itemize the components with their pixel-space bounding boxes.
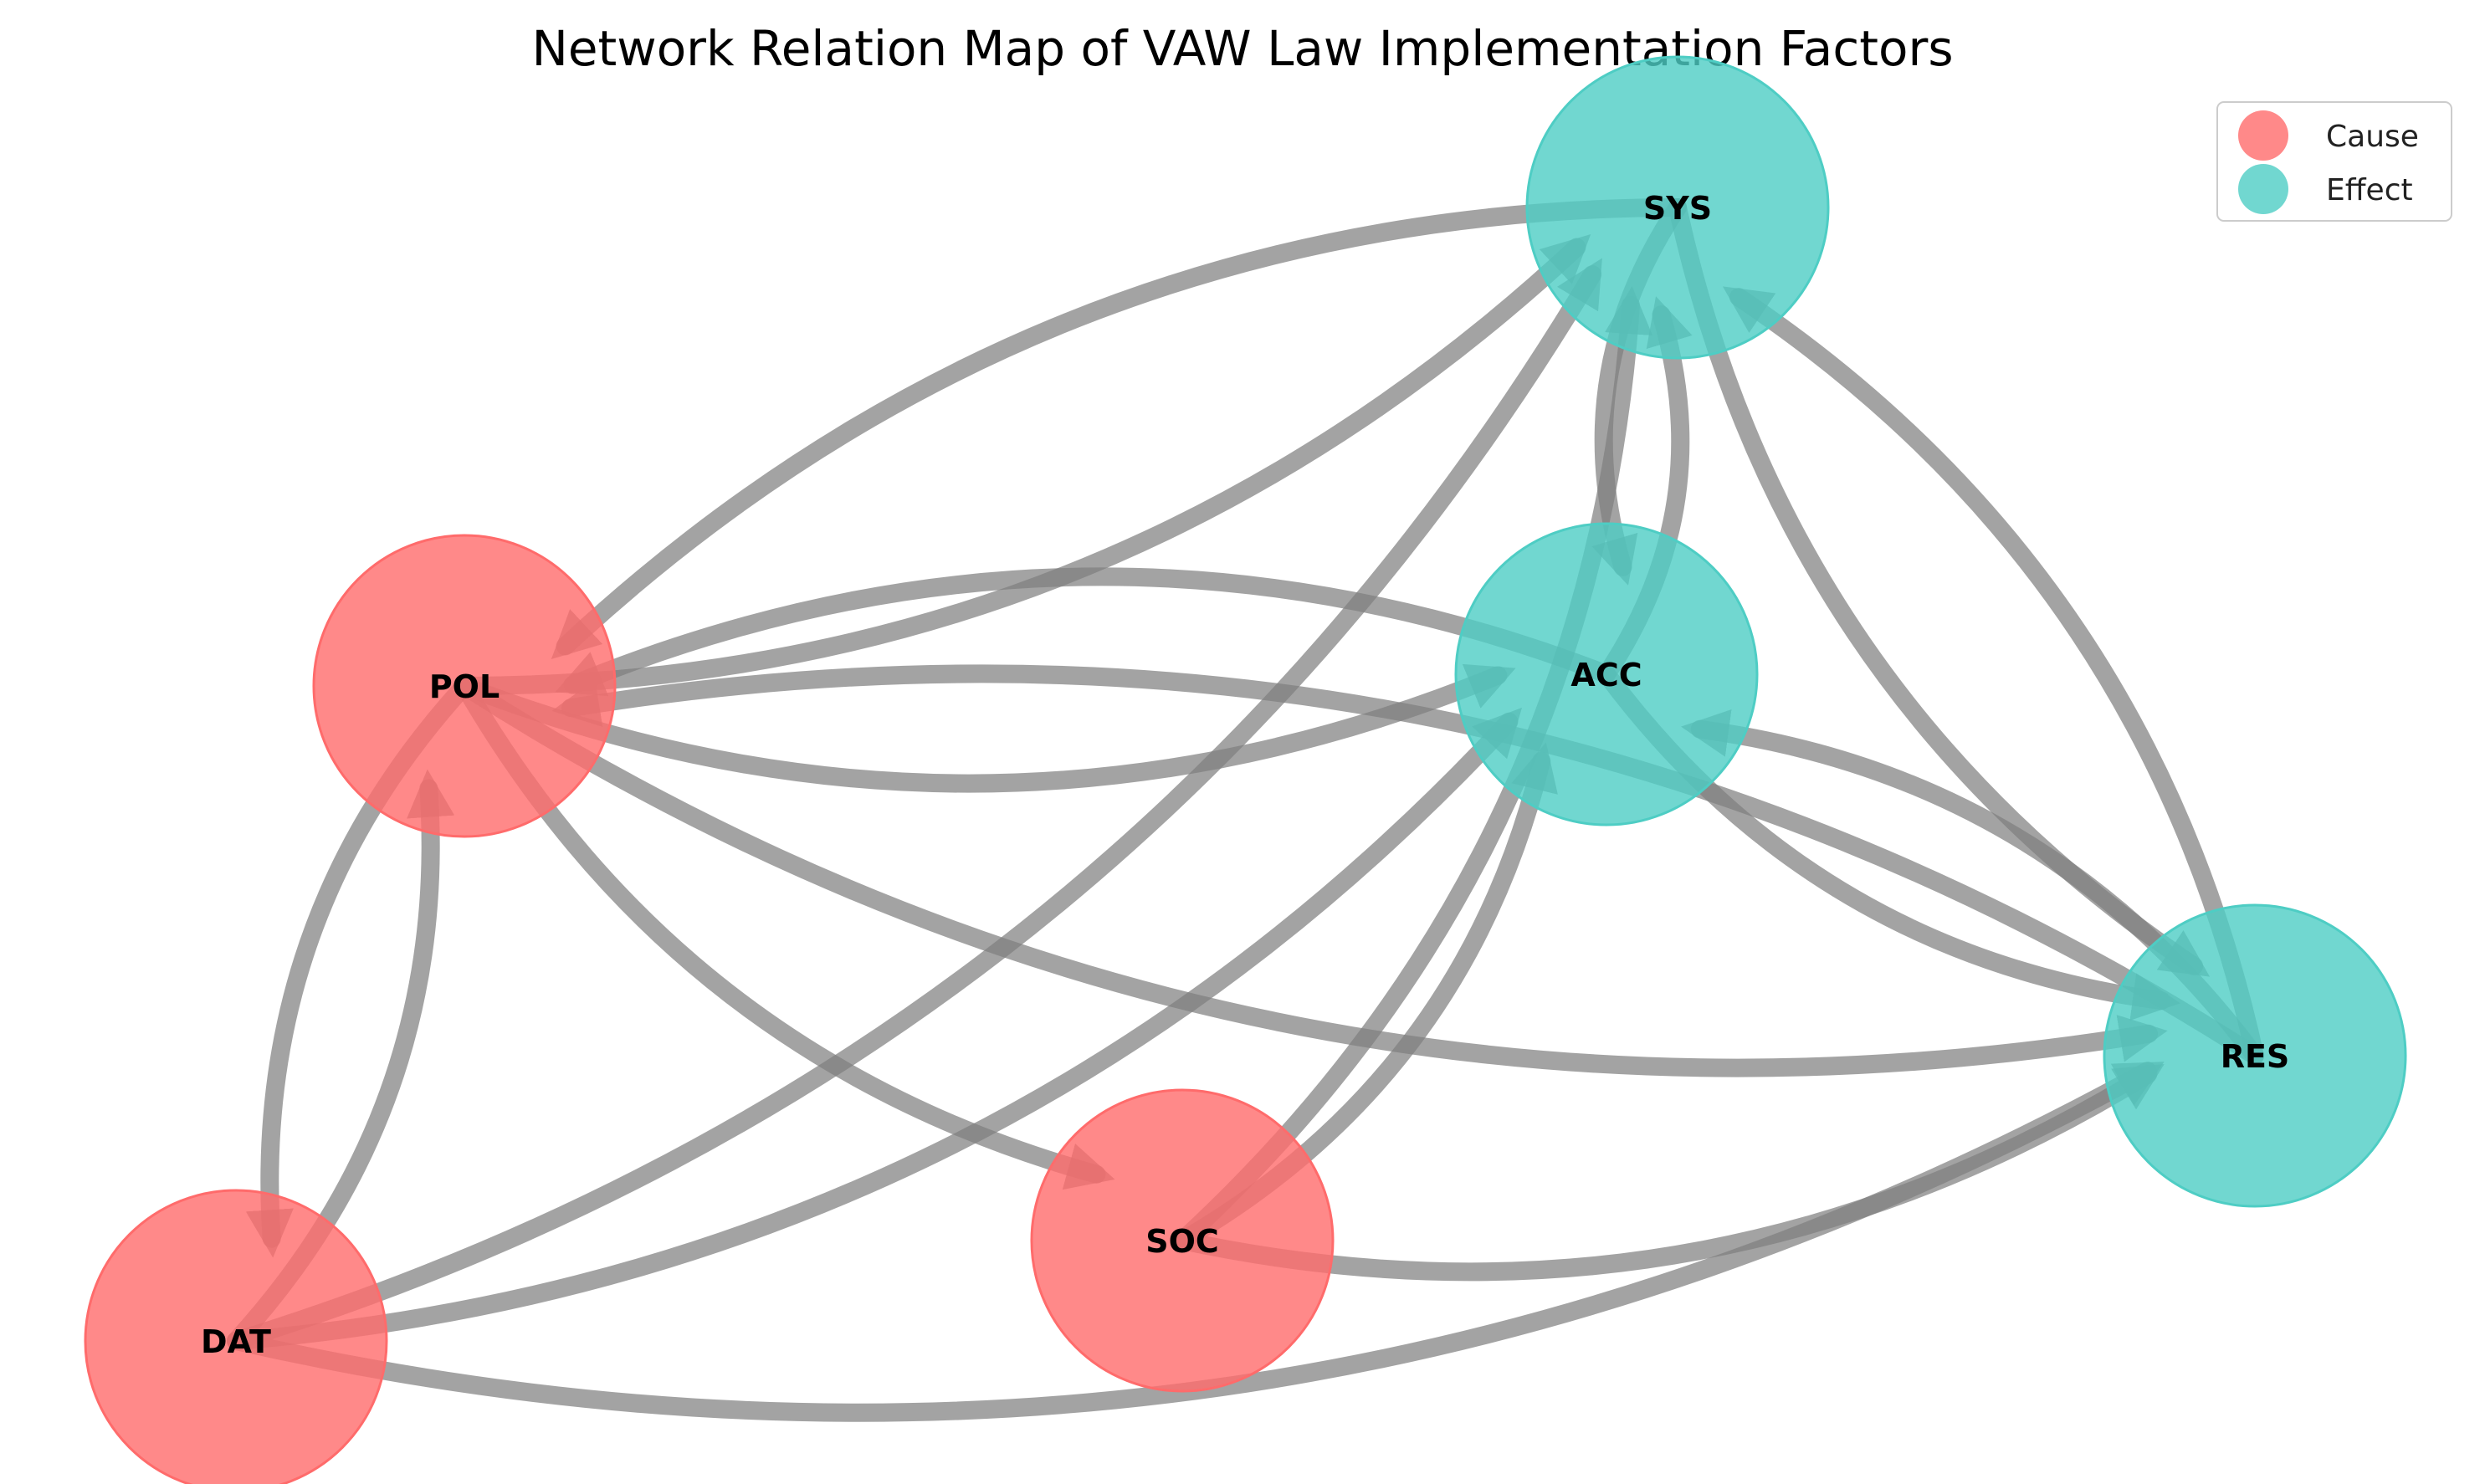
node-res-label: RES [2221,1038,2290,1075]
node-pol-label: POL [429,668,500,705]
edge-acc-to-pol [555,567,1616,697]
node-acc: ACC [1454,522,1759,826]
legend: Cause Effect [2216,101,2452,222]
node-acc-circle [1454,522,1759,826]
edge-pol-to-res [455,677,2168,1077]
node-sys-circle [1525,55,1830,360]
edge-dat-to-sys [227,258,1602,1350]
legend-cause-label: Cause [2326,120,2419,154]
legend-effect-label: Effect [2326,173,2413,207]
edge-soc-to-res [1173,1064,2165,1282]
edge-dat-to-acc [227,707,1523,1350]
edge-pol-to-acc [455,663,1516,793]
legend-cause-marker [2238,110,2288,161]
node-soc-circle [1030,1088,1335,1393]
legend-effect-marker [2238,164,2288,214]
node-sys: SYS [1525,55,1830,360]
edge-res-to-pol [551,664,2264,1065]
node-dat: DAT [84,1189,388,1484]
node-res-circle [2103,903,2407,1208]
edge-sys-to-pol [551,198,1687,660]
nodes-layer: POL DAT SOC SYS ACC RES [84,55,2407,1484]
node-acc-label: ACC [1570,657,1642,693]
node-res: RES [2103,903,2407,1208]
node-dat-label: DAT [201,1323,271,1360]
node-soc-label: SOC [1145,1223,1219,1260]
chart-title: Network Relation Map of VAW Law Implemen… [531,20,1953,77]
node-dat-circle [84,1189,388,1484]
edge-soc-to-sys [1173,286,1653,1250]
node-sys-label: SYS [1643,190,1712,227]
node-soc: SOC [1030,1088,1335,1393]
node-pol-circle [312,534,617,838]
node-pol: POL [312,534,617,838]
